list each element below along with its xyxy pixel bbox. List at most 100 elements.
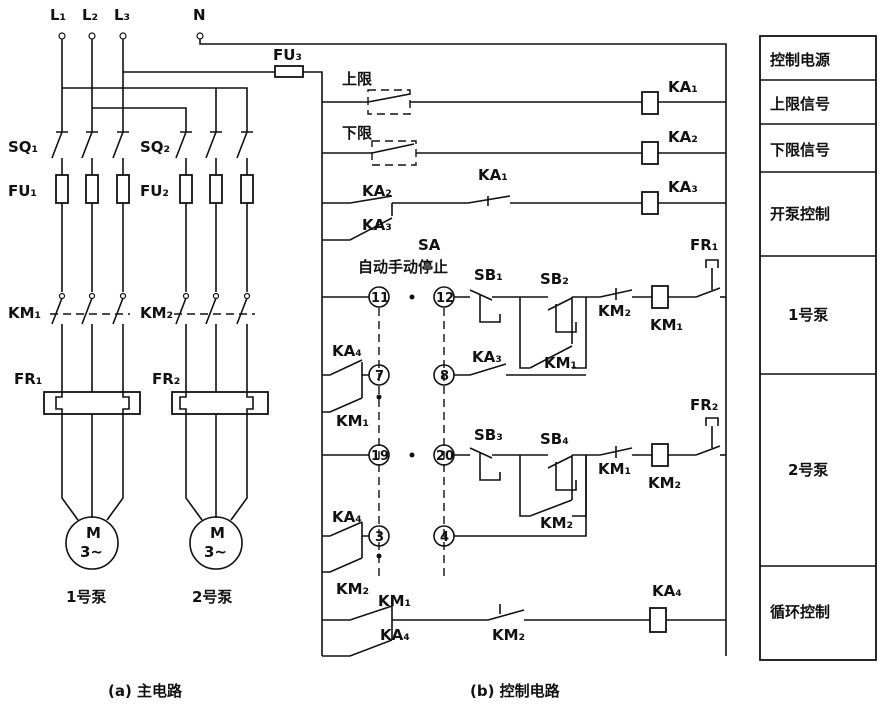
contact-FR1-nc (695, 259, 721, 298)
label-SQ1: SQ₁ (8, 138, 38, 156)
label-FU3: FU₃ (273, 46, 302, 64)
pump1-label: 1号泵 (66, 588, 106, 606)
fuses-FU1 (55, 174, 130, 204)
svg-text:20: 20 (436, 449, 454, 464)
motor-1: M 3~ (65, 516, 119, 570)
terminal-L2 (88, 32, 96, 40)
label-N: N (193, 6, 206, 24)
svg-text:8: 8 (440, 369, 449, 384)
label-KM2-main: KM₂ (140, 304, 173, 322)
label-L1: L₁ (50, 6, 66, 24)
contact-KM2-nc-row8 (487, 604, 525, 621)
label-FR2-ctrl: FR₂ (690, 396, 718, 414)
label-L3: L₃ (114, 6, 130, 24)
label-KA3-row5: KA₃ (472, 348, 502, 366)
sidebar-item-cycle-control: 循环控制 (770, 603, 830, 621)
sidebar-item-pump2: 2号泵 (788, 461, 828, 479)
svg-text:4: 4 (440, 530, 449, 545)
label-SQ2: SQ₂ (140, 138, 170, 156)
label-KM1-row8: KM₁ (378, 592, 411, 610)
sidebar-item-upper-signal: 上限信号 (770, 95, 830, 113)
switch-SQ2 (175, 131, 253, 175)
contacts-KM1-main (50, 292, 130, 325)
sidebar-item-pump-start-control: 开泵控制 (770, 205, 830, 223)
label-L2: L₂ (82, 6, 98, 24)
svg-text:12: 12 (436, 291, 454, 306)
label-KA3-coil: KA₃ (668, 178, 698, 196)
label-KA4-row7: KA₄ (332, 508, 362, 526)
sidebar-item-lower-signal: 下限信号 (770, 141, 830, 159)
fuses-FU2 (179, 174, 254, 204)
sa-terminal-12: 12 (433, 286, 455, 308)
label-KA2-coil: KA₂ (668, 128, 698, 146)
button-SB2 (547, 297, 577, 333)
label-KM1-hold: KM₁ (544, 354, 577, 372)
label-upper-limit: 上限 (342, 70, 372, 88)
label-SB3: SB₃ (474, 426, 503, 444)
coil-KM2 (651, 443, 669, 467)
coil-KA3 (641, 191, 659, 215)
sa-terminal-11: 11 (368, 286, 390, 308)
main-circuit: L₁ L₂ L₃ N FU₃ SQ₁ SQ₂ (8, 6, 727, 700)
thermal-relay-FR2 (171, 391, 269, 415)
contact-FR2-nc (695, 417, 721, 456)
switch-upper-limit (367, 89, 411, 115)
coil-KA1 (641, 91, 659, 115)
thermal-relay-FR1 (43, 391, 141, 415)
label-FU2: FU₂ (140, 182, 169, 200)
label-lower-limit: 下限 (342, 124, 372, 142)
button-SB4 (547, 455, 577, 491)
label-SB2: SB₂ (540, 270, 569, 288)
label-KA1-coil: KA₁ (668, 78, 698, 96)
label-SA: SA (418, 236, 441, 254)
motor-2: M 3~ (189, 516, 243, 570)
coil-KA2 (641, 141, 659, 165)
label-KM1-row6: KM₁ (598, 460, 631, 478)
caption-control-circuit: (b) 控制电路 (470, 682, 561, 700)
label-KA1-contact: KA₁ (478, 166, 508, 184)
sa-terminal-20: 20 (433, 444, 455, 466)
sidebar-item-pump1: 1号泵 (788, 306, 828, 324)
sa-center-dots (376, 294, 415, 559)
label-KM1-coil: KM₁ (650, 316, 683, 334)
label-KM2-row8: KM₂ (492, 626, 525, 644)
button-SB1 (469, 289, 501, 323)
contact-KM2-nc-row4 (599, 288, 633, 300)
label-SB1: SB₁ (474, 266, 503, 284)
label-KM1-row5: KM₁ (336, 412, 369, 430)
coil-KA4 (649, 607, 667, 633)
sidebar-item-control-power: 控制电源 (770, 51, 830, 69)
terminal-L3 (119, 32, 127, 40)
terminal-L1 (58, 32, 66, 40)
label-FR1-main: FR₁ (14, 370, 42, 388)
coil-KM1 (651, 285, 669, 309)
label-KA3-contact: KA₃ (362, 216, 392, 234)
motor2-letter: M (210, 524, 225, 542)
pump2-label: 2号泵 (192, 588, 232, 606)
motor1-letter: M (86, 524, 101, 542)
label-FU1: FU₁ (8, 182, 37, 200)
motor1-phase: 3~ (80, 543, 103, 561)
label-KM2-row4: KM₂ (598, 302, 631, 320)
switch-SQ1 (51, 131, 129, 175)
svg-text:3: 3 (375, 530, 384, 545)
terminal-N (196, 32, 204, 40)
label-KM2-hold: KM₂ (540, 514, 573, 532)
label-SA-modes: 自动手动停止 (358, 258, 448, 276)
svg-text:11: 11 (371, 291, 389, 306)
motor2-phase: 3~ (204, 543, 227, 561)
switch-lower-limit (371, 140, 417, 166)
contact-KA1-nc (467, 195, 511, 206)
label-KM1-main: KM₁ (8, 304, 41, 322)
fuse-FU3 (274, 65, 304, 78)
button-SB3 (469, 447, 501, 481)
label-KA2-contact: KA₂ (362, 182, 392, 200)
label-SB4: SB₄ (540, 430, 569, 448)
control-circuit: 上限 KA₁ 下限 KA₂ KA₂ KA₃ KA₁ KA₃ SA 自动手动停止 (322, 70, 726, 700)
label-FR1-ctrl: FR₁ (690, 236, 718, 254)
contacts-KM2-main (174, 292, 255, 325)
caption-main-circuit: (a) 主电路 (108, 682, 183, 700)
label-KA4-row5: KA₄ (332, 342, 362, 360)
svg-text:7: 7 (375, 369, 384, 384)
